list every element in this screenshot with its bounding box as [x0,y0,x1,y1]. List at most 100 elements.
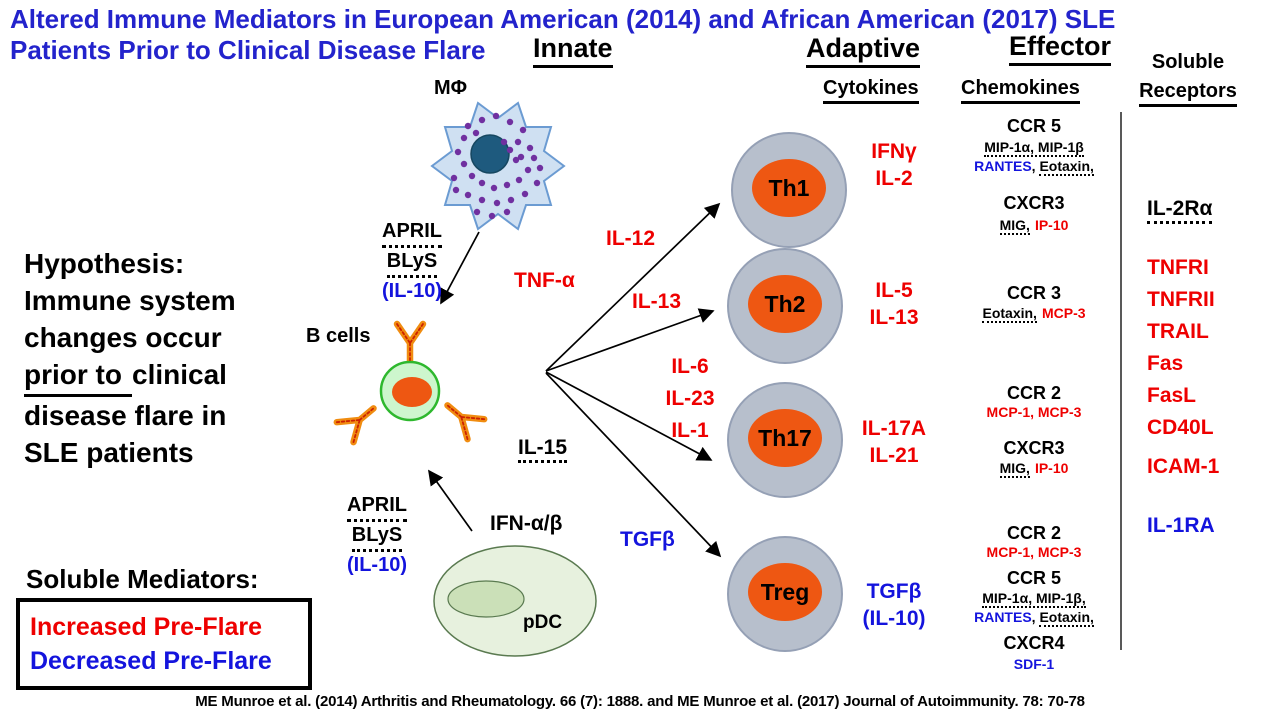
th1-ccr5-rantes-eotaxin: RANTES, Eotaxin, [974,158,1094,176]
treg-cxcr4-receptor: CXCR4 [1003,633,1065,653]
macrophage-nucleus [470,134,510,174]
blys-label: BLyS [351,522,403,552]
fas-label: Fas [1147,352,1184,375]
header-effector-label: Effector [1009,31,1112,66]
mcp-3-label: MCP-3 [1041,305,1086,321]
hypothesis-text: Hypothesis: Immune system changes occur … [24,245,314,471]
april-label: APRIL [382,218,442,248]
b-cell-nucleus [392,377,432,407]
th17-cxcr3-ligands: MIG,IP-10 [950,460,1118,478]
arrow-to-th17 [545,371,713,461]
rantes-label: RANTES [974,609,1032,625]
th17-ccr2-receptor: CCR 2 [1006,383,1061,403]
treg-cytokines: TGFβ (IL-10) [844,578,944,632]
header-receptors: Receptors [1128,80,1248,107]
il-23-label: IL-23 [665,387,715,410]
cd40l-label: CD40L [1147,416,1214,439]
th1-label: Th1 [752,159,826,217]
antibody-icon [333,320,488,446]
legend-decreased: Decreased Pre-Flare [30,647,272,675]
header-cytokines: Cytokines [823,77,919,104]
b-cell-shape [333,320,488,446]
th2-ccr3-ligands: Eotaxin,MCP-3 [950,305,1118,323]
icam-1-label: ICAM-1 [1147,455,1220,478]
hypothesis-line6: SLE patients [24,437,194,468]
treg-cell: Treg [727,536,843,652]
hypothesis-line5: disease flare in [24,400,227,431]
th17-cytokines: IL-17A IL-21 [844,415,944,469]
arrow-to-th1 [545,202,721,372]
page-title: Altered Immune Mediators in European Ame… [10,4,1200,66]
th1-ccr5-receptor: CCR 5 [1006,116,1061,136]
treg-ccr2-ligands: MCP-1, MCP-3 [986,544,1082,560]
header-cytokines-label: Cytokines [823,77,919,104]
hypothesis-line4b: clinical [132,359,227,390]
th2-label: Th2 [748,275,822,333]
treg-cxcr4-ligands: SDF-1 [1013,656,1055,672]
hypothesis-line4: prior to clinical [24,356,314,397]
il-5-label: IL-5 [875,279,913,302]
trail-label: TRAIL [1147,320,1209,343]
b-cells-label: B cells [306,325,371,347]
ifn-gamma-label: IFNγ [871,140,917,163]
blys-label: BLyS [386,248,438,278]
header-chemokines: Chemokines [961,77,1080,104]
soluble-mediators-title: Soluble Mediators: [26,564,259,594]
il-6-label: IL-6 [671,355,709,378]
hypothesis-line1: Hypothesis: [24,248,185,279]
header-adaptive: Adaptive [806,33,921,68]
il-13-label: IL-13 [869,306,919,329]
header-innate-label: Innate [533,33,613,68]
il6-il23-il1-stack: IL-6 IL-23 IL-1 [648,351,732,447]
th1-cell: Th1 [731,132,847,248]
mediators-pdc-to-bcell: APRIL BLyS (IL-10) [321,492,433,579]
il-2-label: IL-2 [875,167,913,190]
hypothesis-underlined: prior to [24,356,132,397]
fasl-label: FasL [1147,384,1197,407]
il-10-label: (IL-10) [862,607,926,630]
arrow-to-th2 [545,308,715,372]
page-title-line1: Altered Immune Mediators in European Ame… [10,4,1116,34]
soluble-receptors-red-group: TNFRI TNFRII TRAIL Fas FasL CD40L [1147,252,1215,444]
il-12-label: IL-12 [606,227,656,250]
th2-cytokines: IL-5 IL-13 [844,277,944,331]
th1-cxcr3-ligands: MIG,IP-10 [950,217,1118,235]
treg-label: Treg [748,563,822,621]
rantes-label: RANTES [974,158,1032,174]
ifn-alpha-beta-label: IFN-α/β [490,512,563,535]
macrophage-shape [430,101,566,231]
il-2ra-label: IL-2Rα [1147,197,1213,224]
ip-10-label: IP-10 [1034,460,1069,476]
treg-ccr5-receptor: CCR 5 [1006,568,1061,588]
arrow-pdc-to-bcell [428,469,473,532]
header-adaptive-label: Adaptive [806,33,921,68]
page-title-line2: Patients Prior to Clinical Disease Flare [10,35,486,65]
ip-10-label: IP-10 [1034,217,1069,233]
il10-label: (IL-10) [382,280,442,302]
header-soluble: Soluble [1151,51,1225,73]
hypothesis-line2: Immune system [24,285,236,316]
tnf-alpha-label: TNF-α [514,269,575,292]
il-1ra-label: IL-1RA [1147,514,1215,537]
il-21-label: IL-21 [869,444,919,467]
header-effector: Effector [1009,31,1112,66]
macrophage-granules [450,112,544,220]
tgf-beta-arrow-label: TGFβ [620,528,675,551]
tnfri-label: TNFRI [1147,256,1209,279]
hypothesis-line3: changes occur [24,322,222,353]
il-15-label: IL-15 [518,436,568,463]
th1-cytokines: IFNγ IL-2 [844,138,944,192]
th17-cell: Th17 [727,382,843,498]
legend-box: Increased Pre-Flare Decreased Pre-Flare [16,598,312,690]
april-label: APRIL [347,492,407,522]
eotaxin-label: Eotaxin, [1039,158,1094,176]
treg-ccr5-mip-ligands: MIP-1α, MIP-1β, [982,590,1086,608]
eotaxin-label: Eotaxin, [1039,609,1094,627]
pdc-nucleus [447,580,525,618]
il-17a-label: IL-17A [861,417,927,440]
header-innate: Innate [533,33,613,68]
arrow-macrophage-to-bcell [440,231,480,305]
arrow-to-treg [545,372,722,558]
